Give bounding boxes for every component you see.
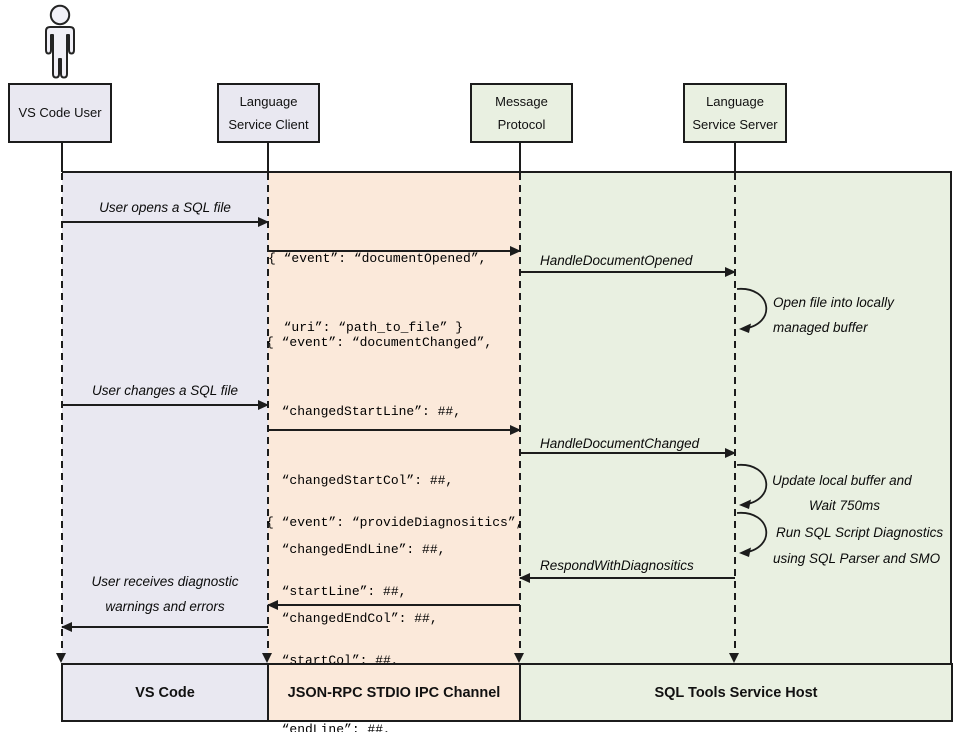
connector-protocol	[519, 141, 521, 172]
actor-box-language-service-server: Language Service Server	[683, 83, 787, 143]
actor-label: Service Client	[228, 116, 309, 132]
label-handle-document-opened: HandleDocumentOpened	[540, 253, 693, 268]
lifeline-server	[734, 173, 736, 653]
self-loop-open-buffer-icon	[736, 288, 768, 333]
note-run-diagnostics-line1: Run SQL Script Diagnostics	[776, 525, 944, 540]
arrow-change-file	[62, 400, 269, 410]
payload-line: “changedStartLine”: ##,	[266, 404, 462, 419]
payload-line: “changedStartCol”: ##,	[266, 473, 454, 488]
arrow-respond-with-diagnostics	[519, 573, 735, 583]
label-open-file: User opens a SQL file	[99, 200, 231, 215]
band-vscode	[62, 172, 268, 663]
arrow-document-changed	[269, 425, 521, 435]
arrow-receive-diagnostics	[61, 622, 268, 632]
label-respond-with-diagnostics: RespondWithDiagnositics	[540, 558, 694, 573]
payload-line: { “event”: “documentOpened”,	[268, 251, 487, 266]
actor-label: Language	[239, 93, 298, 109]
payload-line: { “event”: “provideDiagnositics”,	[266, 515, 524, 530]
note-open-buffer-line2: managed buffer	[773, 320, 868, 335]
arrowhead-down-icon	[514, 653, 524, 663]
footer-box-ipc-channel: JSON-RPC STDIO IPC Channel	[267, 663, 521, 722]
footer-box-service-host: SQL Tools Service Host	[519, 663, 953, 722]
note-open-buffer-line1: Open file into locally	[773, 295, 894, 310]
label-change-file: User changes a SQL file	[91, 383, 239, 398]
actor-label: Service Server	[692, 116, 778, 132]
footer-label: VS Code	[135, 684, 195, 701]
arrow-handle-document-changed	[521, 448, 736, 458]
actor-box-language-service-client: Language Service Client	[217, 83, 320, 143]
actor-label: VS Code User	[18, 105, 102, 120]
connector-server	[734, 141, 736, 172]
footer-box-vscode: VS Code	[61, 663, 269, 722]
footer-label: SQL Tools Service Host	[654, 684, 818, 701]
actor-box-vscode-user: VS Code User	[8, 83, 112, 143]
label-receive-diagnostics-line2: warnings and errors	[105, 599, 225, 614]
payload-line: “changedEndLine”: ##,	[266, 542, 446, 557]
payload-document-opened: { “event”: “documentOpened”, “uri”: “pat…	[268, 201, 486, 385]
arrowhead-down-icon	[56, 653, 66, 663]
arrow-document-opened	[269, 246, 521, 256]
payload-line: “startLine”: ##,	[266, 584, 407, 599]
label-receive-diagnostics-line1: User receives diagnostic	[91, 574, 239, 589]
note-update-buffer-line2: Wait 750ms	[809, 498, 881, 513]
footer-label: JSON-RPC STDIO IPC Channel	[287, 684, 501, 701]
payload-line: “uri”: “path_to_file” }	[268, 320, 464, 335]
payload-line: “endLine”: ##,	[266, 722, 391, 732]
payload-line: { “event”: “documentChanged”,	[266, 335, 493, 350]
self-loop-run-diagnostics-icon	[736, 512, 768, 557]
actor-label: Language	[706, 93, 764, 109]
frame-top-line	[62, 171, 952, 173]
frame-right-line	[950, 171, 952, 663]
actor-label: Protocol	[497, 116, 546, 132]
band-service-host	[520, 172, 952, 663]
actor-box-message-protocol: Message Protocol	[470, 83, 573, 143]
lifeline-client	[267, 173, 269, 653]
lifeline-user	[61, 173, 63, 653]
note-run-diagnostics-line2: using SQL Parser and SMO	[773, 551, 941, 566]
arrowhead-down-icon	[262, 653, 272, 663]
lifeline-protocol	[519, 173, 521, 653]
self-loop-update-buffer-icon	[736, 464, 768, 509]
connector-client	[267, 141, 269, 172]
payload-line: “changedEndCol”: ##,	[266, 611, 438, 626]
connector-user	[61, 141, 63, 172]
label-handle-document-changed: HandleDocumentChanged	[540, 436, 700, 451]
note-update-buffer-line1: Update local buffer and	[772, 473, 912, 488]
band-ipc-channel	[268, 172, 520, 663]
user-actor-icon	[45, 4, 75, 79]
arrowhead-down-icon	[729, 653, 739, 663]
arrow-open-file	[62, 217, 269, 227]
arrow-provide-diagnostics	[267, 600, 520, 610]
arrow-handle-document-opened	[521, 267, 736, 277]
actor-label: Message	[495, 93, 548, 109]
